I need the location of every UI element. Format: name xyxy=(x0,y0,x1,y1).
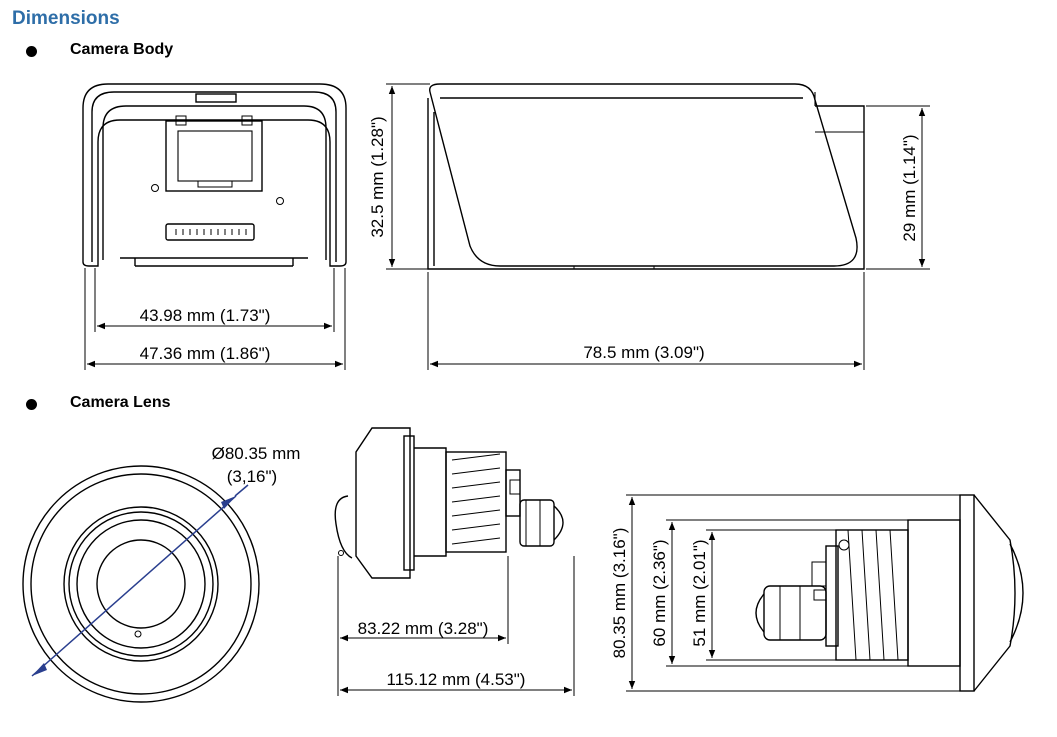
dim-lens-height-full: 80.35 mm (3.16") xyxy=(610,528,629,659)
dim-lens-length-full: 115.12 mm (4.53") xyxy=(387,670,526,689)
dim-body-inner-width: 43.98 mm (1.73") xyxy=(140,306,271,325)
page-title: Dimensions xyxy=(12,8,120,29)
dim-body-length: 78.5 mm (3.09") xyxy=(583,343,704,362)
dim-lens-height-small: 51 mm (2.01") xyxy=(690,539,709,646)
camera-lens-side-view xyxy=(334,427,564,579)
dim-lens-diameter-mm: Ø80.35 mm xyxy=(212,444,301,463)
bullet-icon xyxy=(26,399,37,410)
camera-lens-front-view xyxy=(22,465,260,703)
lens-height-dimensions xyxy=(626,494,960,692)
camera-lens-horizontal-view xyxy=(755,494,1024,692)
camera-body-side-view xyxy=(427,83,865,270)
dim-body-outer-width: 47.36 mm (1.86") xyxy=(140,344,271,363)
dim-lens-length-short: 83.22 mm (3.28") xyxy=(358,619,489,638)
connector-pins xyxy=(175,229,247,235)
dim-lens-height-mid: 60 mm (2.36") xyxy=(650,539,669,646)
section-title-camera-body: Camera Body xyxy=(70,41,174,58)
body-width-dimensions xyxy=(84,268,346,370)
section-title-camera-lens: Camera Lens xyxy=(70,394,171,411)
bullet-icon xyxy=(26,46,37,57)
lens-diameter-dimension xyxy=(31,484,249,677)
dim-body-height: 32.5 mm (1.28") xyxy=(368,116,387,237)
dim-lens-diameter-in: (3,16") xyxy=(227,467,277,486)
dim-body-side-height: 29 mm (1.14") xyxy=(900,134,919,241)
camera-body-front-view xyxy=(82,83,347,267)
lens-side-dimensions xyxy=(337,556,575,696)
body-side-dimensions xyxy=(386,83,930,370)
